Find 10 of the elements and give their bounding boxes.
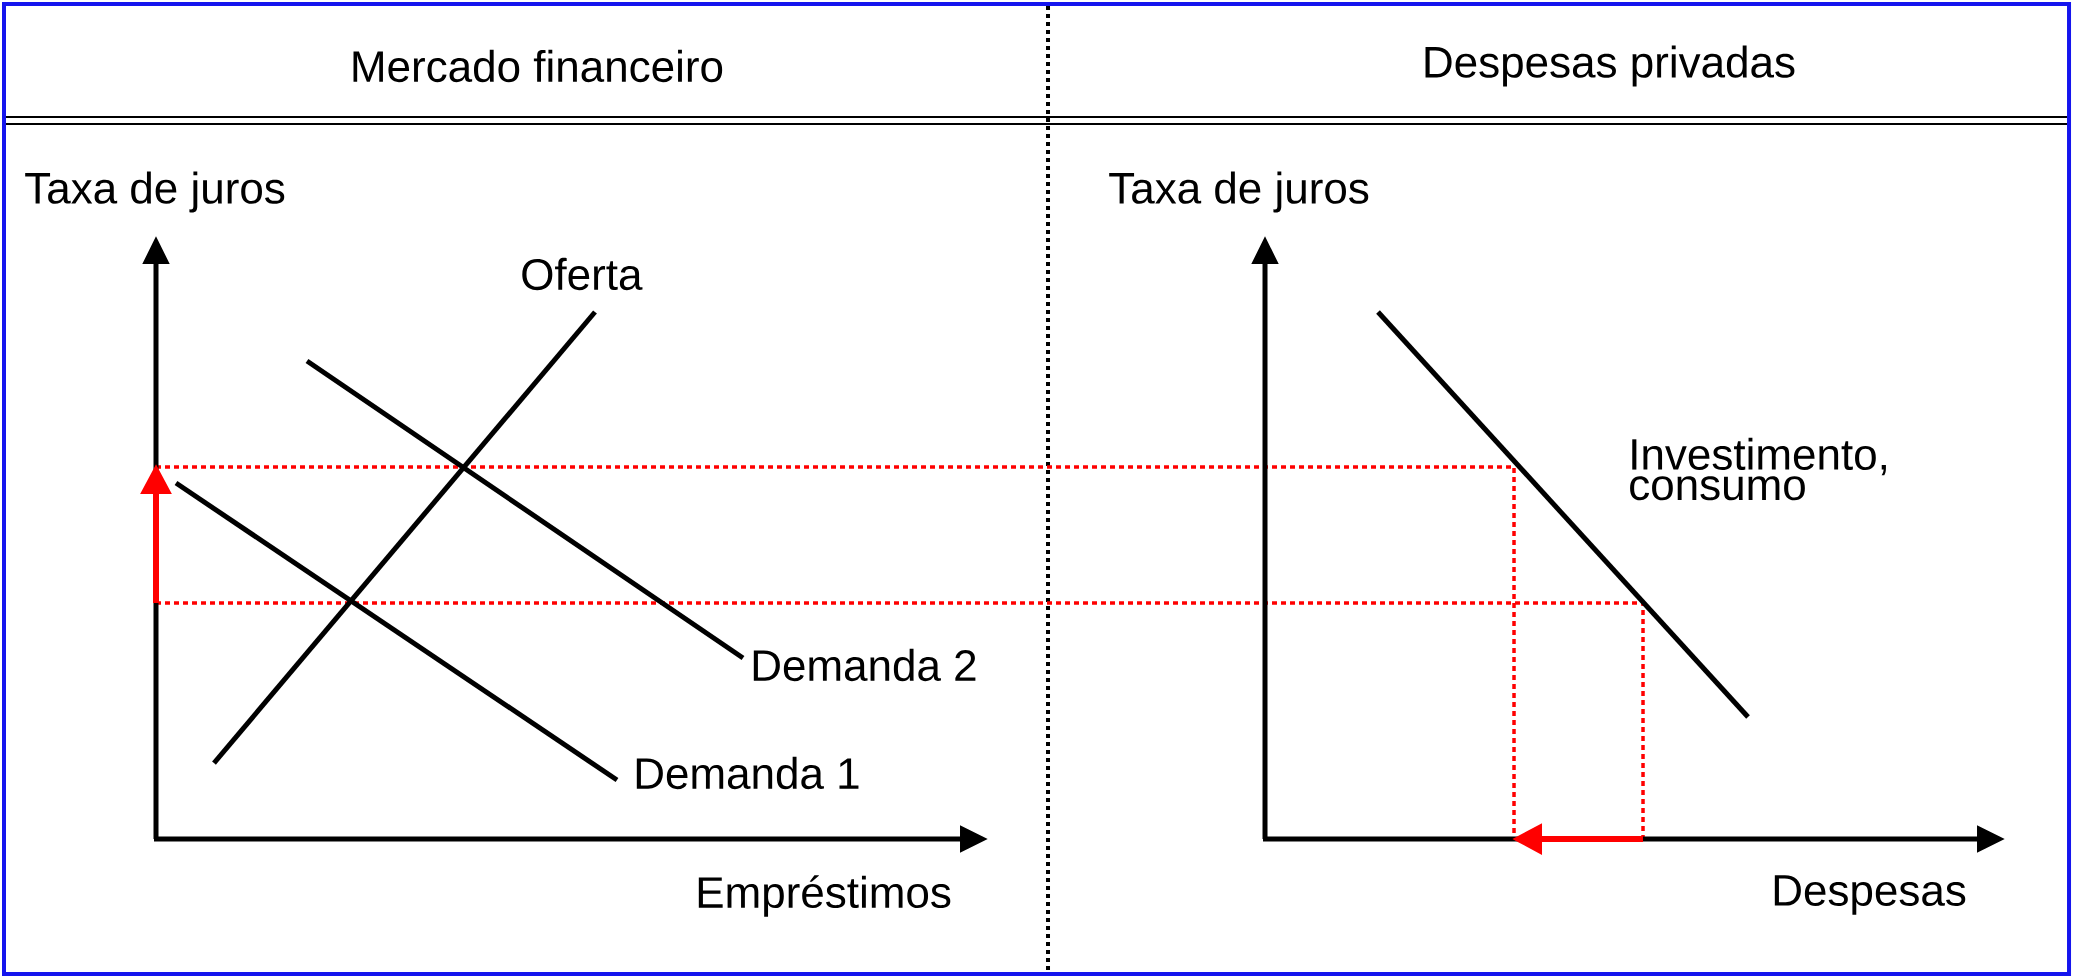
curve-label: Demanda 2 xyxy=(753,648,976,682)
axis-label: Taxa de juros xyxy=(1109,171,1369,213)
curve-label: Oferta xyxy=(522,257,643,291)
curve-label: Demanda 1 xyxy=(636,756,859,790)
axis-label: Despesas xyxy=(1774,875,1966,915)
panel-heading: Despesas privadas xyxy=(1425,45,1795,87)
axis-label: Empréstimos xyxy=(698,875,951,917)
panel-heading: Mercado financeiro xyxy=(353,49,723,83)
curve-label: Investimento, consumo xyxy=(1630,437,1886,501)
axis-label: Taxa de juros xyxy=(25,171,285,213)
